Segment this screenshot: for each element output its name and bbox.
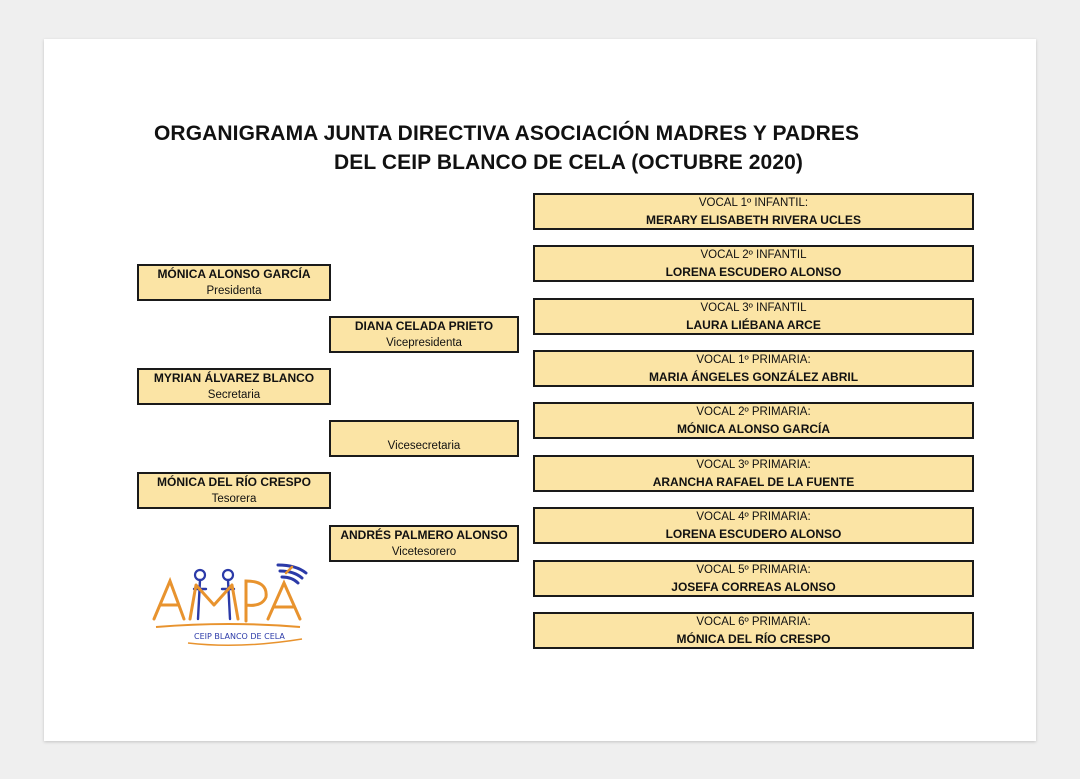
vocal-role: VOCAL 4º PRIMARIA: [696,510,811,523]
vocal-role: VOCAL 1º INFANTIL: [698,196,809,209]
vicepresidenta-name: DIANA CELADA PRIETO [354,318,494,333]
tesorera-name: MÓNICA DEL RÍO CRESPO [156,474,311,489]
vicepresidenta-role: Vicepresidenta [386,336,462,349]
secretaria-box: MYRIAN ÁLVAREZ BLANCO Secretaria [137,368,331,405]
vicetesorero-name: ANDRÉS PALMERO ALONSO [340,527,508,542]
document-page: ORGANIGRAMA JUNTA DIRECTIVA ASOCIACIÓN M… [44,39,1036,741]
vocal-role: VOCAL 5º PRIMARIA: [696,563,811,576]
vocal-role: VOCAL 1º PRIMARIA: [696,353,811,366]
secretaria-role: Secretaria [207,388,261,401]
vocal-name: ARANCHA RAFAEL DE LA FUENTE [652,474,855,489]
ampa-logo: CEIP BLANCO DE CELA [152,563,308,646]
vocal-name: LAURA LIÉBANA ARCE [686,317,821,332]
vocal-box: VOCAL 1º INFANTIL: MERARY ELISABETH RIVE… [533,193,974,230]
vocal-name: LORENA ESCUDERO ALONSO [665,526,842,541]
vocal-box: VOCAL 3º PRIMARIA: ARANCHA RAFAEL DE LA … [533,455,974,492]
vocal-box: VOCAL 3º INFANTIL LAURA LIÉBANA ARCE [533,298,974,335]
document-title-line1: ORGANIGRAMA JUNTA DIRECTIVA ASOCIACIÓN M… [154,122,860,145]
vicetesorero-box: ANDRÉS PALMERO ALONSO Vicetesorero [329,525,519,562]
vocal-role: VOCAL 3º INFANTIL [700,301,807,314]
vicepresidenta-box: DIANA CELADA PRIETO Vicepresidenta [329,316,519,353]
tesorera-role: Tesorera [211,492,257,505]
vocal-name: LORENA ESCUDERO ALONSO [665,264,842,279]
vocal-name: JOSEFA CORREAS ALONSO [671,579,836,594]
vocal-box: VOCAL 2º PRIMARIA: MÓNICA ALONSO GARCÍA [533,402,974,439]
vocal-role: VOCAL 2º INFANTIL [700,248,807,261]
vicesecretaria-role: Vicesecretaria [387,440,461,452]
vicetesorero-role: Vicetesorero [391,545,457,558]
vocal-name: MÓNICA DEL RÍO CRESPO [676,631,831,646]
vocal-box: VOCAL 5º PRIMARIA: JOSEFA CORREAS ALONSO [533,560,974,597]
vocal-box: VOCAL 4º PRIMARIA: LORENA ESCUDERO ALONS… [533,507,974,544]
vocal-name: MERARY ELISABETH RIVERA UCLES [646,212,861,227]
vocal-role: VOCAL 3º PRIMARIA: [696,458,811,471]
logo-subtitle: CEIP BLANCO DE CELA [194,632,285,641]
vocal-role: VOCAL 2º PRIMARIA: [696,405,811,418]
secretaria-name: MYRIAN ÁLVAREZ BLANCO [153,370,315,385]
tesorera-box: MÓNICA DEL RÍO CRESPO Tesorera [137,472,331,509]
vocal-box: VOCAL 1º PRIMARIA: MARIA ÁNGELES GONZÁLE… [533,350,974,387]
vocal-box: VOCAL 2º INFANTIL LORENA ESCUDERO ALONSO [533,245,974,282]
document-title-line2: DEL CEIP BLANCO DE CELA (OCTUBRE 2020) [334,151,803,174]
vocal-role: VOCAL 6º PRIMARIA: [696,615,811,628]
presidenta-box: MÓNICA ALONSO GARCÍA Presidenta [137,264,331,301]
presidenta-role: Presidenta [206,284,262,297]
presidenta-name: MÓNICA ALONSO GARCÍA [157,266,311,281]
vicesecretaria-box: Vicesecretaria [329,420,519,457]
vocal-name: MÓNICA ALONSO GARCÍA [676,421,831,436]
vocal-name: MARIA ÁNGELES GONZÁLEZ ABRIL [648,369,859,384]
vocal-box: VOCAL 6º PRIMARIA: MÓNICA DEL RÍO CRESPO [533,612,974,649]
